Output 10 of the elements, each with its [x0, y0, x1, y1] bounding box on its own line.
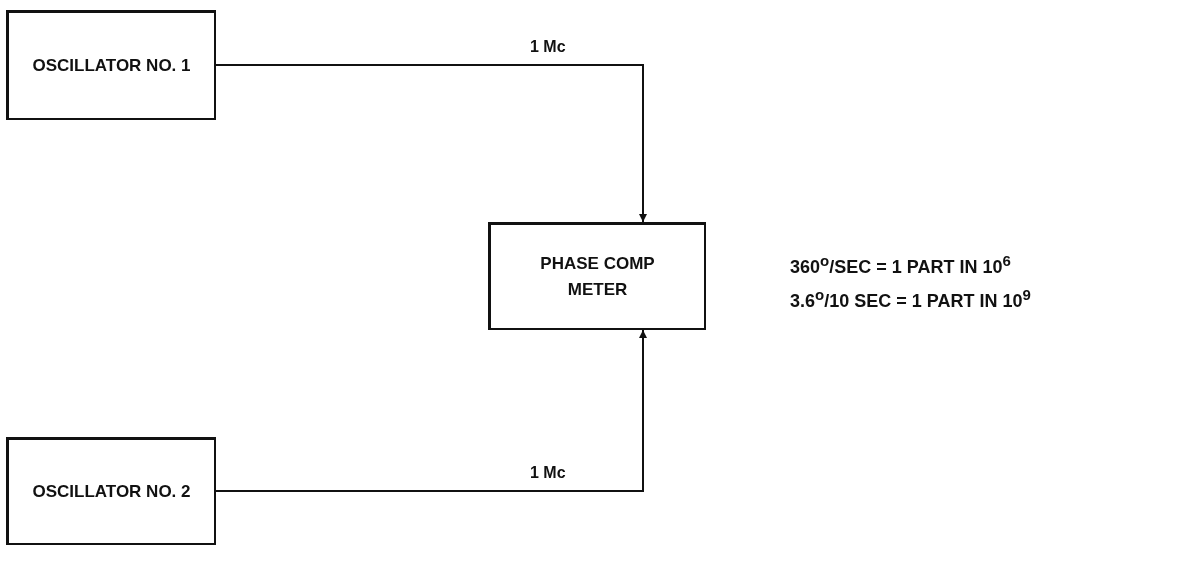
box-label: OSCILLATOR NO. 1 [31, 54, 192, 77]
box-label: PHASE COMP METER [539, 253, 656, 301]
process-box [6, 437, 216, 545]
note-text: 360$^{o}$/SEC = 1 PART IN 10$^{6}$ [790, 252, 1011, 278]
arrow [215, 329, 647, 492]
process-box [6, 10, 216, 120]
box-label: OSCILLATOR NO. 2 [31, 480, 192, 503]
arrow [215, 64, 647, 223]
process-box [488, 222, 706, 330]
note-text: 3.6$^{o}$/10 SEC = 1 PART IN 10$^{9}$ [790, 286, 1031, 312]
